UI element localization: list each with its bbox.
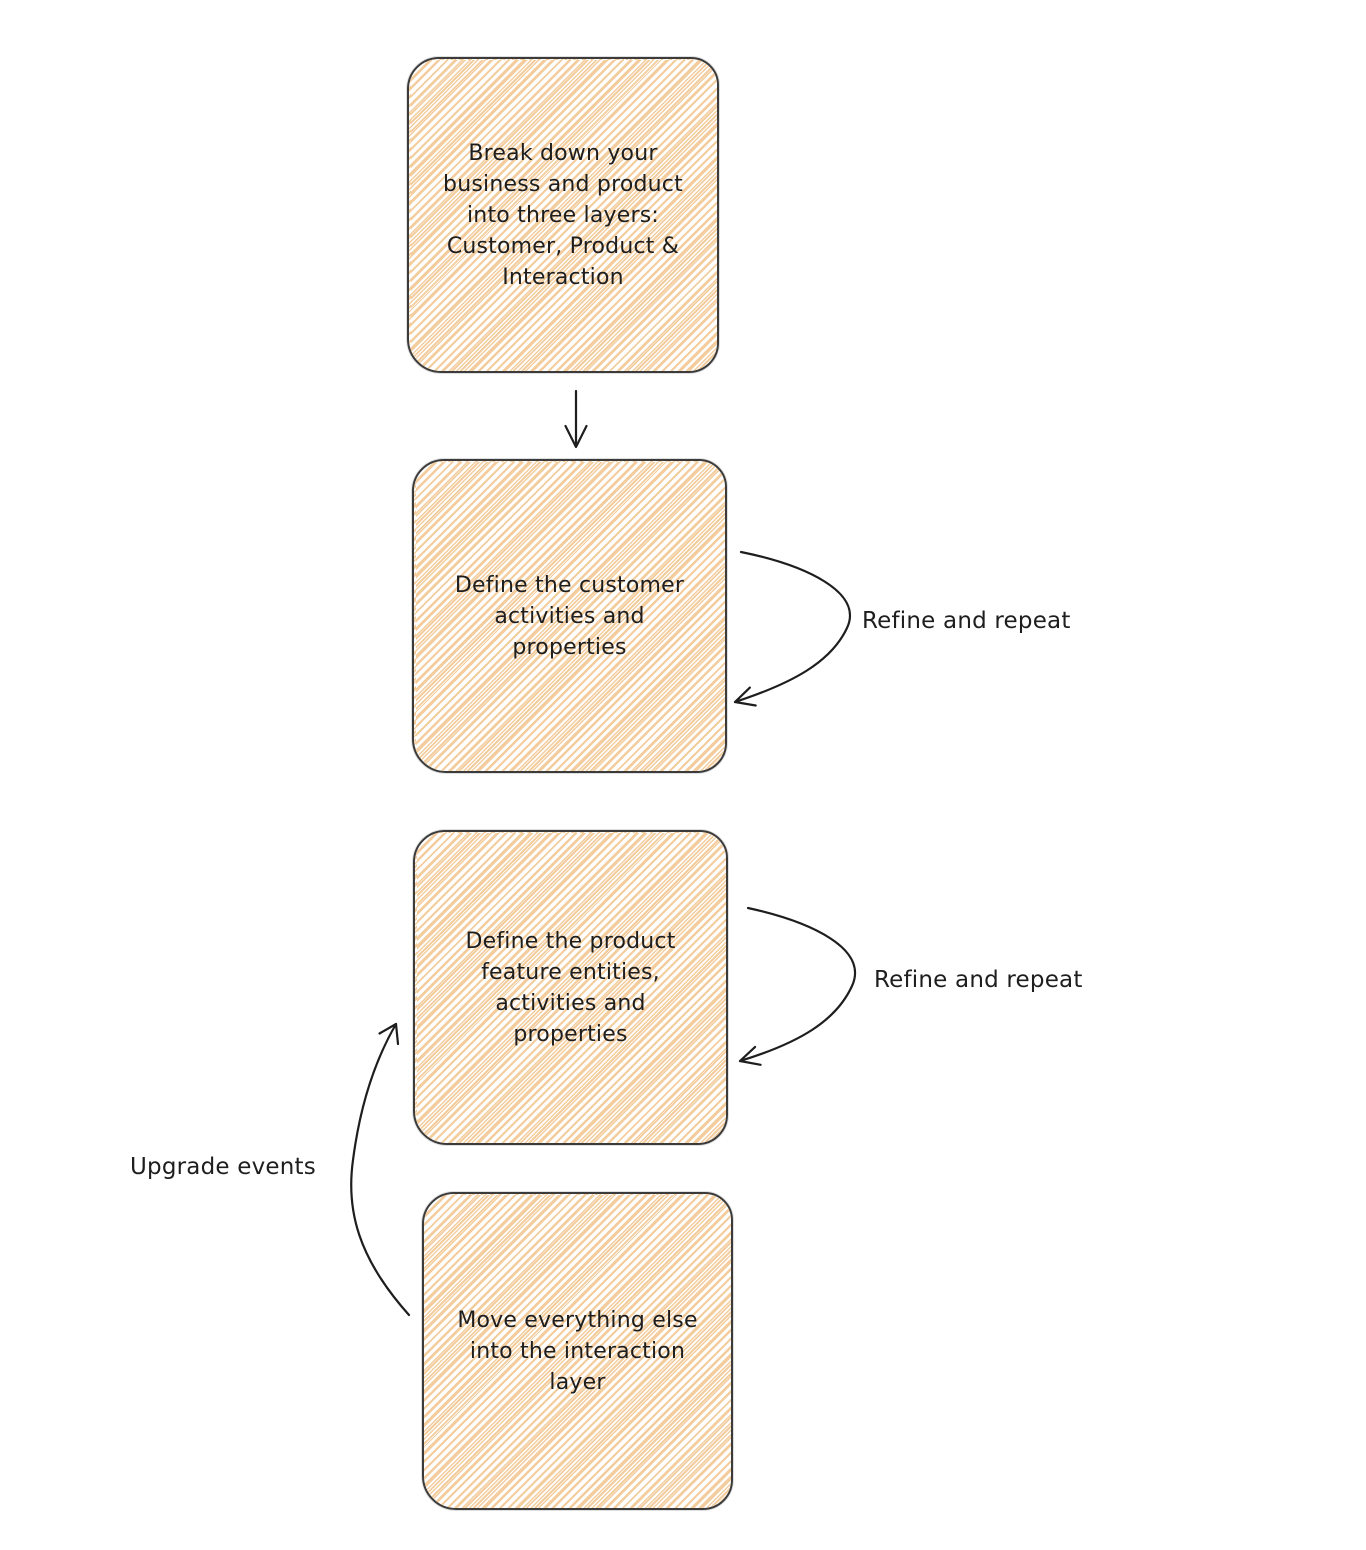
flow-step-text: Move everything else into the interactio… [457, 1307, 698, 1395]
flow-step-text: Define the customer activities and prope… [454, 572, 685, 660]
flow-step-move-interaction: Move everything else into the interactio… [422, 1192, 733, 1510]
flow-step-break-down-layers: Break down your business and product int… [407, 57, 719, 373]
arrow-step1-to-step2 [564, 389, 588, 449]
flow-step-text: Break down your business and product int… [443, 140, 683, 290]
flow-step-define-customer: Define the customer activities and prope… [412, 459, 727, 773]
edge-label-upgrade-events: Upgrade events [130, 1154, 316, 1180]
edge-label-refine-repeat-1: Refine and repeat [862, 608, 1071, 634]
arrow-upgrade-step4-to-step3 [350, 1022, 411, 1317]
arrow-refine-loop-step2 [733, 550, 851, 707]
arrow-refine-loop-step3 [738, 906, 857, 1066]
flow-step-text: Define the product feature entities, act… [465, 928, 676, 1047]
flow-step-define-product: Define the product feature entities, act… [413, 830, 728, 1145]
edge-label-refine-repeat-2: Refine and repeat [874, 967, 1083, 993]
